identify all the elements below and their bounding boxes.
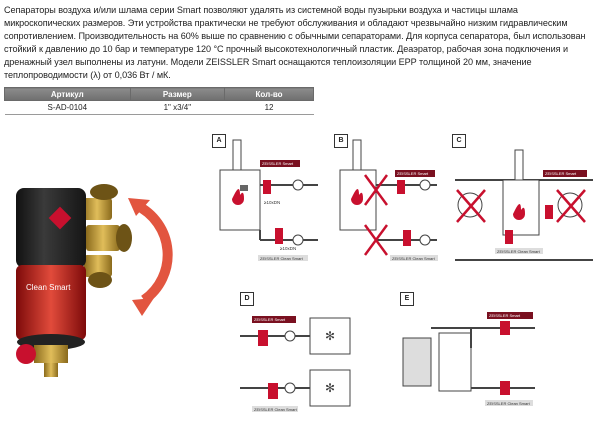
diagram-b-label-top: ZEISSLER Smart xyxy=(397,171,429,176)
cell-size: 1" x3/4" xyxy=(130,100,225,115)
diagram-b-tag: B xyxy=(334,134,348,148)
diagram-d-label-top: ZEISSLER Smart xyxy=(254,317,286,322)
header-article: Артикул xyxy=(4,87,131,101)
header-qty: Кол-во xyxy=(224,87,314,101)
table-header-row: Артикул Размер Кол-во xyxy=(4,87,314,101)
diagram-b: ZEISSLER Smart ZEISSLER Clean Smart xyxy=(339,139,438,261)
diagram-d: ✻ ✻ ZEISSLER Smart ZEISSLER Clean Smart xyxy=(240,316,351,412)
table-row: S-AD-0104 1" x3/4" 12 xyxy=(4,100,314,115)
diagram-a: ZEISSLER Smart ≥10xDN ≥10xDN ZEISSLER Cl… xyxy=(219,139,318,261)
diagram-a-label-bottom: ZEISSLER Clean Smart xyxy=(260,256,304,261)
diagram-e-label-top: ZEISSLER Smart xyxy=(489,313,521,318)
diagram-c: ZEISSLER Smart ZEISSLER Clean Smart xyxy=(455,149,593,261)
diagram-e: ZEISSLER Smart ZEISSLER Clean Smart xyxy=(402,312,535,406)
heat-exchanger-icon: ✻ xyxy=(325,381,335,395)
product-description: Сепараторы воздуха и/или шлама серии Sma… xyxy=(4,5,586,80)
diagram-b-label-bottom: ZEISSLER Clean Smart xyxy=(392,256,436,261)
diagram-d-label-bottom: ZEISSLER Clean Smart xyxy=(254,407,298,412)
heat-exchanger-icon: ✻ xyxy=(325,329,335,343)
diagram-a-dim1: ≥10xDN xyxy=(264,200,280,205)
diagram-e-tag: E xyxy=(400,292,414,306)
spec-table: Артикул Размер Кол-во S-AD-0104 1" x3/4"… xyxy=(4,87,314,115)
diagram-d-tag: D xyxy=(240,292,254,306)
diagram-c-label-top: ZEISSLER Smart xyxy=(545,171,577,176)
diagram-a-label-top: ZEISSLER Smart xyxy=(262,161,294,166)
product-photo: Clean Smart xyxy=(16,184,173,377)
diagram-c-tag: C xyxy=(452,134,466,148)
diagram-a-dim2: ≥10xDN xyxy=(280,246,296,251)
header-size: Размер xyxy=(129,87,226,101)
cell-article: S-AD-0104 xyxy=(4,100,131,115)
cell-qty: 12 xyxy=(224,100,314,115)
diagram-a-tag: A xyxy=(212,134,226,148)
diagram-c-label-bottom: ZEISSLER Clean Smart xyxy=(497,249,541,254)
diagram-e-label-bottom: ZEISSLER Clean Smart xyxy=(487,401,531,406)
product-label-text: Clean Smart xyxy=(26,283,71,292)
